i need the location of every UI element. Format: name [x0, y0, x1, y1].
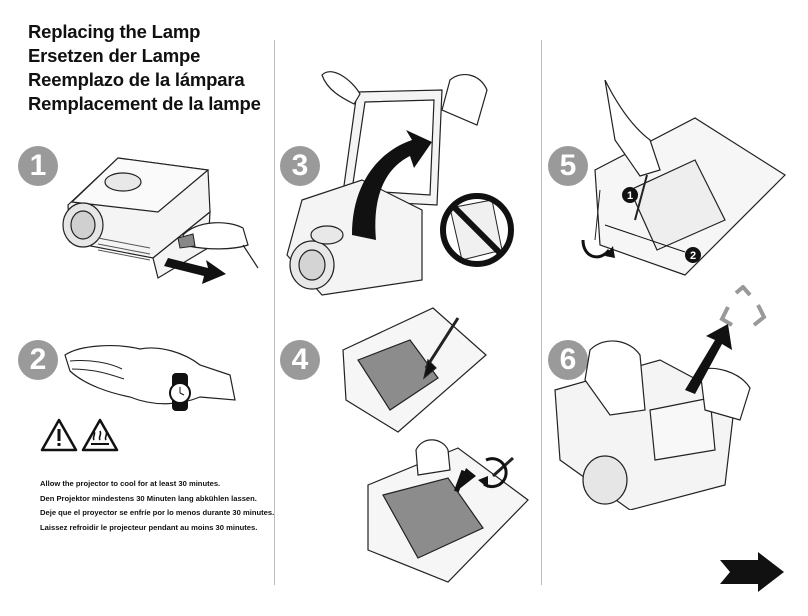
hot-surface-icon — [81, 418, 119, 452]
step-3-lift-cover-illustration — [282, 50, 532, 305]
step-4-remove-panel-illustration — [338, 300, 538, 590]
cool-text-en: Allow the projector to cool for at least… — [40, 479, 221, 488]
cool-text-fr: Laissez refroidir le projecteur pendant … — [40, 522, 258, 532]
step-6-remove-lamp-illustration — [550, 310, 800, 510]
step-5-loosen-screws-illustration: 1 2 — [575, 80, 795, 280]
step-1-badge: 1 — [18, 146, 58, 186]
step-1-unplug-illustration — [58, 150, 263, 290]
page-title-block: Replacing the Lamp Ersetzen der Lampe Re… — [28, 20, 261, 116]
step-2-wait-illustration — [60, 335, 260, 420]
title-de: Ersetzen der Lampe — [28, 45, 201, 66]
column-divider-left — [274, 40, 275, 585]
step-3-badge: 3 — [280, 146, 320, 186]
step-4-badge: 4 — [280, 340, 320, 380]
step-5-badge: 5 — [548, 146, 588, 186]
title-es: Reemplazo de la lámpara — [28, 69, 245, 90]
title-en: Replacing the Lamp — [28, 21, 201, 42]
step-2-badge: 2 — [18, 340, 58, 380]
callout-1: 1 — [627, 190, 633, 202]
warning-triangle-icon — [40, 418, 78, 452]
title-fr: Remplacement de la lampe — [28, 93, 261, 114]
cool-text-de: Den Projektor mindestens 30 Minuten lang… — [40, 493, 257, 503]
callout-2: 2 — [690, 250, 696, 262]
cool-text-es: Deje que el proyector se enfríe por lo m… — [40, 508, 275, 517]
recycle-icon — [718, 285, 768, 333]
step-6-badge: 6 — [548, 340, 588, 380]
cool-down-instructions: Allow the projector to cool for at least… — [40, 477, 274, 535]
next-arrow-icon[interactable] — [718, 552, 786, 592]
column-divider-right — [541, 40, 542, 585]
